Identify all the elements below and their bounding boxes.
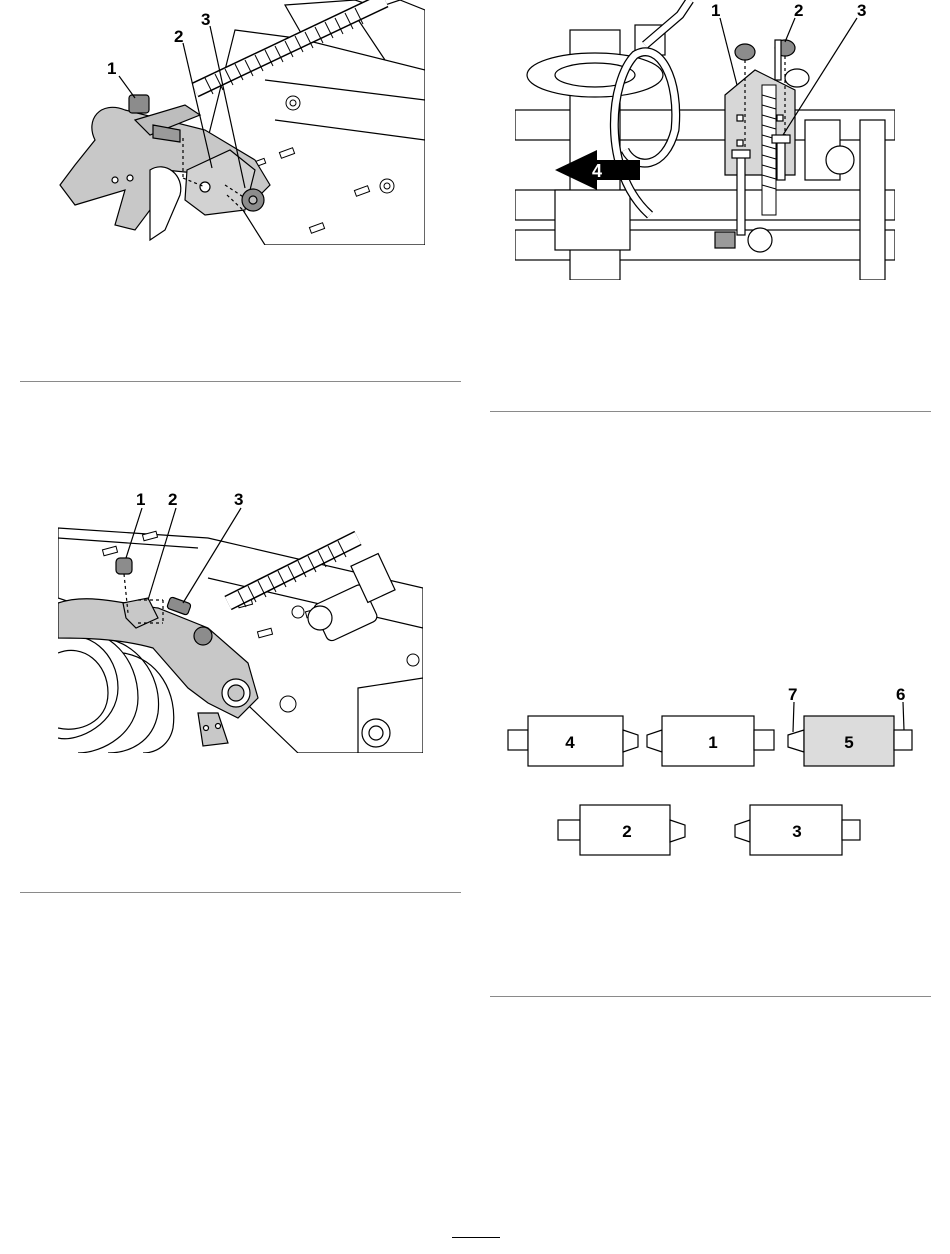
callout-2: 2: [174, 27, 183, 46]
callout-1: 1: [711, 1, 720, 20]
illustration: 1 2 3: [55, 0, 425, 245]
callout-7: 7: [788, 685, 797, 704]
figure-bracket-top-right: 4 1 2 3: [515, 0, 895, 280]
callout-1: 1: [107, 59, 116, 78]
callout-6: 6: [896, 685, 905, 704]
callout-2: 2: [794, 1, 803, 20]
section-divider: [490, 996, 931, 997]
unit-label-3: 3: [792, 822, 801, 841]
figure-pivot-arm-mid-left: 1 2 3: [58, 488, 423, 753]
figure-unit-order-diagram: 4 1 5 2 3 7 6: [500, 680, 920, 860]
figure-pivot-arm-top-left: 1 2 3: [55, 0, 425, 245]
unit-label-1: 1: [708, 733, 717, 752]
callout-1: 1: [136, 490, 145, 509]
unit-label-2: 2: [622, 822, 631, 841]
section-divider: [20, 381, 461, 382]
callout-3: 3: [201, 10, 210, 29]
page-number-underline: [452, 1237, 500, 1238]
section-divider: [20, 892, 461, 893]
illustration: 1 2 3: [58, 488, 423, 753]
illustration: 4 1 2 3: [515, 0, 895, 280]
arrow-label-4: 4: [592, 161, 602, 181]
unit-label-5: 5: [844, 733, 853, 752]
callout-2: 2: [168, 490, 177, 509]
callout-3: 3: [234, 490, 243, 509]
callout-3: 3: [857, 1, 866, 20]
unit-label-4: 4: [565, 733, 575, 752]
section-divider: [490, 411, 931, 412]
unit-layout-diagram: 4 1 5 2 3 7 6: [500, 680, 920, 860]
